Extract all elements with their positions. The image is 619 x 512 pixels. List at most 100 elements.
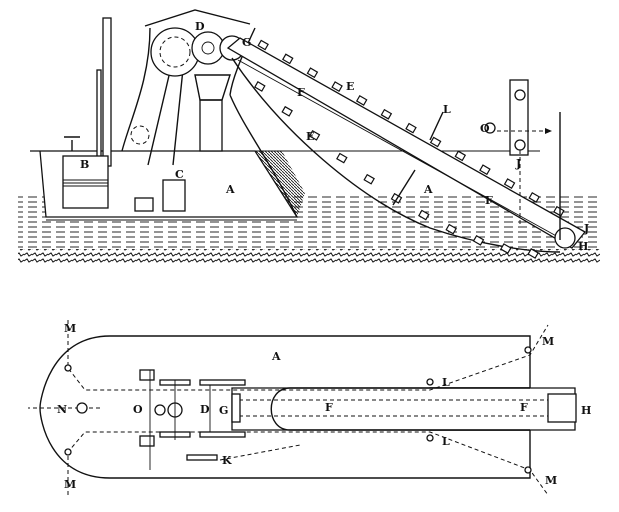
label-F-left: F xyxy=(325,401,333,414)
label-C: C xyxy=(175,168,184,181)
valve xyxy=(64,136,80,151)
label-J-lower: J xyxy=(583,222,589,235)
label-O: O xyxy=(133,403,143,416)
housing-roof xyxy=(144,9,251,27)
plan-gear-2 xyxy=(139,435,155,447)
label-F-upper: F xyxy=(297,86,305,99)
plan-bollard xyxy=(524,466,532,474)
label-A-right: A xyxy=(423,183,433,196)
boiler xyxy=(62,155,109,209)
label-M-bottom-left: M xyxy=(64,478,76,491)
drive-wheel-large xyxy=(150,27,200,77)
pump-cylinder xyxy=(162,179,186,212)
steam-pipe xyxy=(96,69,102,167)
plan-gear-4 xyxy=(199,379,246,386)
boiler-water xyxy=(63,179,108,187)
plan-shafts xyxy=(149,370,211,470)
bucket xyxy=(281,105,293,117)
ladder-inner xyxy=(237,59,561,239)
plan-hull xyxy=(39,335,531,479)
plan-gear-1 xyxy=(139,369,155,381)
drum-O xyxy=(484,122,496,134)
label-E-lower: E xyxy=(306,130,314,143)
label-H: H xyxy=(581,404,591,417)
bucket xyxy=(308,129,321,141)
plan-tumbler-H xyxy=(547,393,577,423)
bucket xyxy=(355,95,368,106)
label-O: O xyxy=(480,122,490,135)
frame xyxy=(121,27,298,218)
bucket xyxy=(331,81,343,92)
plan-bollard xyxy=(426,378,434,386)
label-L-bottom: L xyxy=(442,435,450,448)
bucket xyxy=(479,164,491,176)
label-N: N xyxy=(57,403,67,416)
bucket xyxy=(306,67,319,79)
hull-ticks xyxy=(46,216,297,221)
bucket xyxy=(282,53,294,65)
plan-gear-6 xyxy=(199,431,246,438)
side-elevation: D G E F L O E J B C A A F J H xyxy=(18,9,600,264)
bucket xyxy=(503,178,516,189)
bucket xyxy=(336,152,348,164)
lower-chain xyxy=(231,57,561,253)
plan-crank-small xyxy=(154,404,166,416)
bucket xyxy=(500,243,512,254)
plan-bollard-N xyxy=(76,402,88,414)
bucket xyxy=(429,136,442,148)
chute-hopper xyxy=(194,74,231,101)
plan-view: M M A L N O D G F F H L K M M xyxy=(28,320,591,496)
chimney xyxy=(102,17,112,167)
plan-well xyxy=(270,387,530,431)
label-D: D xyxy=(195,20,205,33)
label-H: H xyxy=(578,240,588,253)
label-F-right: F xyxy=(520,401,528,414)
gear-wheel-D xyxy=(191,31,225,65)
bucket xyxy=(257,39,269,51)
river-bed xyxy=(18,249,600,264)
side-wheel xyxy=(130,125,150,145)
chute xyxy=(199,99,223,152)
support-strut xyxy=(392,169,416,206)
bucket xyxy=(454,150,467,162)
suspension-rod-L xyxy=(429,111,444,141)
label-J-upper: J xyxy=(515,157,521,170)
plan-gear-K xyxy=(186,454,218,461)
label-A: A xyxy=(271,350,281,363)
gear-wheel-D-hub xyxy=(201,41,215,55)
drive-wheel-large-inner xyxy=(159,36,191,68)
mooring-ropes xyxy=(28,320,549,496)
arrow-O-head xyxy=(545,128,552,134)
label-B: B xyxy=(80,158,89,171)
plan-bollard xyxy=(426,434,434,442)
plan-bollard xyxy=(64,364,72,372)
label-K: K xyxy=(222,454,232,467)
label-E-upper: E xyxy=(346,80,354,93)
label-M-bottom-right: M xyxy=(545,474,557,487)
bucket xyxy=(405,122,417,134)
bucket xyxy=(380,108,393,120)
plan-bollard xyxy=(64,448,72,456)
bucket xyxy=(254,81,266,92)
plan-tumbler-G xyxy=(231,393,241,423)
bucket xyxy=(527,248,539,259)
tumbler-H xyxy=(554,227,576,249)
label-F-lower: F xyxy=(485,194,493,207)
label-G: G xyxy=(242,36,251,49)
label-D: D xyxy=(200,403,210,416)
bucket xyxy=(445,223,457,235)
label-L: L xyxy=(443,103,451,116)
label-M-top-left: M xyxy=(64,322,76,335)
bucket xyxy=(418,209,430,221)
gantry-pulley-top xyxy=(514,89,526,101)
pump-box xyxy=(134,197,154,212)
bucket xyxy=(363,173,375,185)
gantry-pulley-bottom xyxy=(514,139,526,151)
bucket xyxy=(528,192,540,203)
plan-bollard xyxy=(524,346,532,354)
label-M-top-right: M xyxy=(542,335,554,348)
plan-chain-lines xyxy=(232,399,575,417)
label-G: G xyxy=(219,404,228,417)
bucket xyxy=(472,234,485,246)
